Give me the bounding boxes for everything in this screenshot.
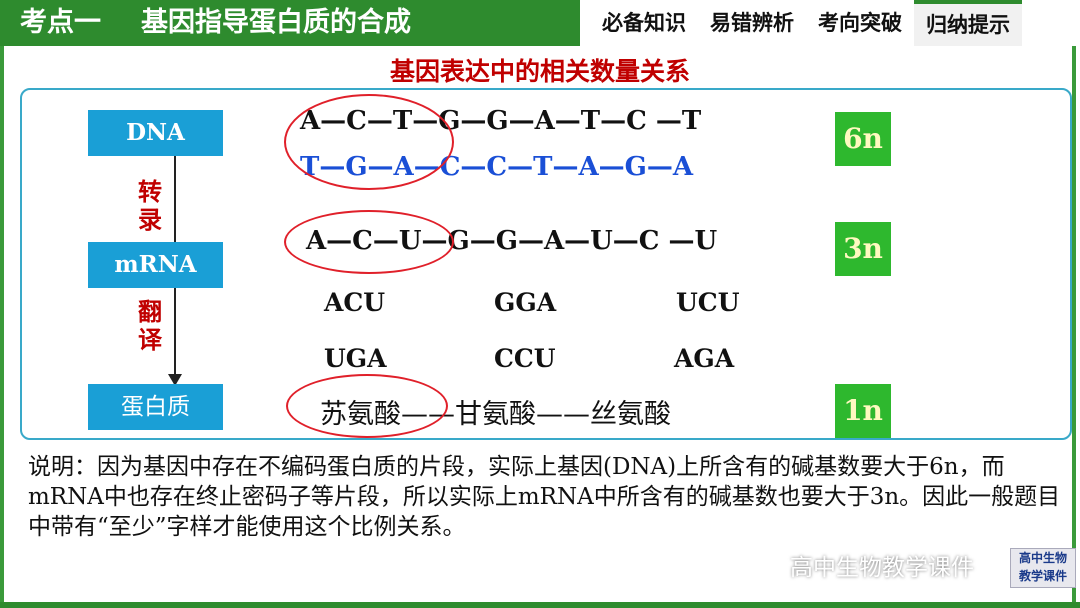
protein-label: 蛋白质: [88, 384, 223, 430]
watermark-text: 高中生物教学课件: [790, 555, 974, 581]
codon: ACU: [324, 288, 386, 317]
ratio-mrna: 3n: [835, 222, 891, 276]
transcription-char-2: 录: [138, 206, 162, 234]
highlight-ellipse-dna: [284, 94, 454, 190]
slide-frame: [0, 46, 1076, 602]
ratio-dna: 6n: [835, 112, 891, 166]
header-title: 考点一 基因指导蛋白质的合成: [0, 0, 411, 46]
transcription-label: 转 录: [137, 178, 163, 234]
explanation-note: 说明：因为基因中存在不编码蛋白质的片段，实际上基因(DNA)上所含有的碱基数要大…: [28, 454, 1061, 540]
header-title-part2: 基因指导蛋白质的合成: [141, 7, 411, 38]
watermark-logo-line2: 教学课件: [1018, 569, 1067, 583]
transcription-char-1: 转: [138, 178, 162, 206]
translation-arrow-line: [174, 288, 176, 376]
mrna-label: mRNA: [88, 242, 223, 288]
translation-arrow-head: [168, 374, 182, 386]
transcription-arrow-line: [174, 156, 176, 242]
codon: AGA: [674, 344, 735, 373]
highlight-ellipse-mrna: [284, 210, 454, 274]
translation-label: 翻 译: [137, 298, 163, 354]
codon: CCU: [494, 344, 556, 373]
codon: UCU: [676, 288, 740, 317]
translation-char-1: 翻: [138, 298, 162, 326]
bottom-bar: [0, 602, 1080, 608]
header: 考点一 基因指导蛋白质的合成 必备知识 易错辨析 考向突破 归纳提示: [0, 0, 1080, 46]
header-title-bar: [0, 0, 580, 46]
codon: UGA: [324, 344, 387, 373]
codon: GGA: [494, 288, 557, 317]
highlight-ellipse-protein: [286, 374, 448, 438]
tab-bar: 必备知识 易错辨析 考向突破 归纳提示: [590, 0, 1022, 46]
tab-essential-knowledge[interactable]: 必备知识: [590, 0, 698, 46]
dna-label: DNA: [88, 110, 223, 156]
watermark-logo-line1: 高中生物: [1018, 551, 1067, 565]
header-title-part1: 考点一: [20, 7, 101, 38]
translation-char-2: 译: [138, 326, 162, 354]
tab-exam-directions[interactable]: 考向突破: [806, 0, 914, 46]
tab-error-analysis[interactable]: 易错辨析: [698, 0, 806, 46]
content-panel: DNA 转 录 mRNA 翻 译 蛋白质 A—C—T—G—G—A—T—C —T …: [20, 88, 1072, 440]
tab-summary-tips[interactable]: 归纳提示: [914, 0, 1022, 46]
slide-subtitle: 基因表达中的相关数量关系: [389, 57, 690, 86]
ratio-protein: 1n: [835, 384, 891, 438]
watermark-logo: 高中生物 教学课件: [1010, 548, 1076, 588]
